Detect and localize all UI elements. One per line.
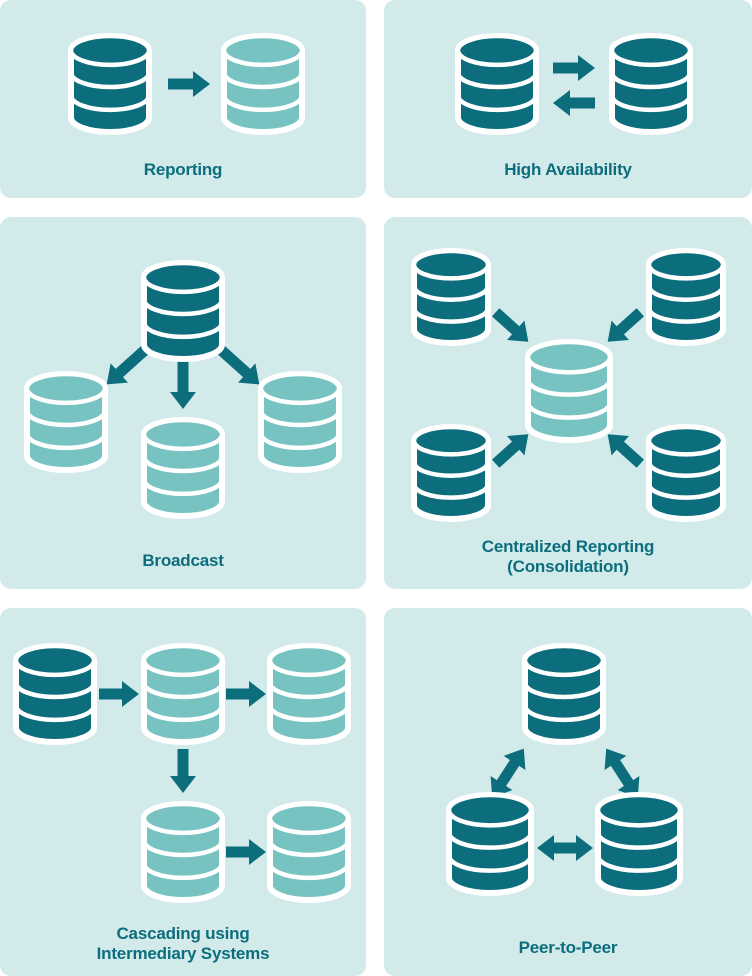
peer-database-bottom-right-icon bbox=[593, 790, 685, 898]
arrow-top-to-bottom-left-icon bbox=[478, 738, 538, 808]
arrow-intermediary-to-leaf-top-icon bbox=[223, 679, 269, 709]
panel-diagram-high-availability bbox=[384, 0, 752, 198]
panel-caption-broadcast: Broadcast bbox=[142, 550, 224, 570]
panel-caption-peer-to-peer: Peer-to-Peer bbox=[518, 937, 618, 957]
arrow-intermediary-down-icon bbox=[168, 746, 198, 796]
leaf-database-bottom-right-icon bbox=[265, 799, 353, 905]
panel-caption-reporting: Reporting bbox=[143, 159, 223, 179]
arrow-standby-to-primary-icon bbox=[550, 88, 598, 118]
origin-database-icon bbox=[11, 641, 99, 747]
panel-diagram-centralized-reporting bbox=[384, 217, 752, 589]
panel-diagram-broadcast bbox=[0, 217, 366, 589]
peer-database-bottom-left-icon bbox=[444, 790, 536, 898]
panel-centralized-reporting: Centralized Reporting (Consolidation) bbox=[384, 217, 752, 589]
intermediary-database-bottom-icon bbox=[139, 799, 227, 905]
arrow-to-left-subscriber-icon bbox=[94, 336, 157, 397]
panel-peer-to-peer: Peer-to-Peer bbox=[384, 608, 752, 976]
panel-caption-high-availability: High Availability bbox=[504, 159, 632, 179]
publisher-database-icon bbox=[139, 258, 227, 364]
source-database-top-left-icon bbox=[409, 246, 493, 348]
source-database-top-right-icon bbox=[644, 246, 728, 348]
standby-database-icon bbox=[607, 31, 695, 137]
source-database-bottom-left-icon bbox=[409, 422, 493, 524]
panel-caption-cascading: Cascading using Intermediary Systems bbox=[96, 923, 270, 963]
panel-reporting: Reporting bbox=[0, 0, 366, 198]
peer-database-top-icon bbox=[520, 641, 608, 747]
panel-cascading: Cascading using Intermediary Systems bbox=[0, 608, 366, 976]
arrow-to-right-subscriber-icon bbox=[208, 336, 271, 397]
arrow-top-to-bottom-right-icon bbox=[592, 738, 652, 808]
subscriber-database-left-icon bbox=[22, 369, 110, 475]
arrow-source-to-replica-icon bbox=[165, 69, 213, 99]
arrow-to-center-subscriber-icon bbox=[168, 358, 198, 412]
arrow-intermediary-to-leaf-bottom-icon bbox=[223, 837, 269, 867]
primary-database-icon bbox=[453, 31, 541, 137]
replica-database-icon bbox=[219, 31, 307, 137]
arrow-bottom-left-to-center-icon bbox=[483, 421, 540, 477]
panel-broadcast: Broadcast bbox=[0, 217, 366, 589]
subscriber-database-right-icon bbox=[256, 369, 344, 475]
panel-diagram-cascading bbox=[0, 608, 366, 976]
panel-diagram-reporting bbox=[0, 0, 366, 198]
panel-high-availability: High Availability bbox=[384, 0, 752, 198]
arrow-top-right-to-center-icon bbox=[595, 299, 652, 355]
panel-diagram-peer-to-peer bbox=[384, 608, 752, 976]
arrow-bottom-left-to-bottom-right-icon bbox=[534, 833, 596, 863]
panel-caption-centralized-reporting: Centralized Reporting (Consolidation) bbox=[481, 536, 655, 576]
source-database-bottom-right-icon bbox=[644, 422, 728, 524]
intermediary-database-top-icon bbox=[139, 641, 227, 747]
leaf-database-top-right-icon bbox=[265, 641, 353, 747]
consolidated-database-icon bbox=[523, 337, 615, 445]
arrow-bottom-right-to-center-icon bbox=[595, 421, 652, 477]
source-database-icon bbox=[66, 31, 154, 137]
arrow-top-left-to-center-icon bbox=[483, 299, 540, 355]
arrow-origin-to-intermediary-icon bbox=[96, 679, 142, 709]
arrow-primary-to-standby-icon bbox=[550, 53, 598, 83]
subscriber-database-center-icon bbox=[139, 415, 227, 521]
